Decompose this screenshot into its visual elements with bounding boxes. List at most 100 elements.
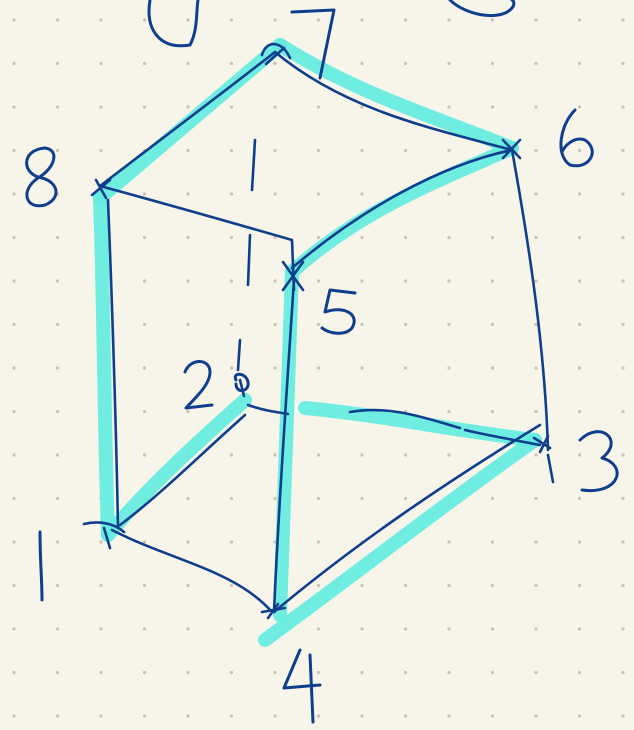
grid-dot [577,18,582,22]
edge-8-7 [98,50,277,188]
grid-dot [621,18,625,22]
grid-dot [316,235,321,240]
vertex-marker-6 [501,138,522,160]
grid-dot [12,583,16,588]
vertex-label-text-5: 5 [340,314,341,316]
grid-dot [360,714,364,718]
grid-dot [534,627,538,631]
vertex-marker-3 [532,434,555,484]
grid-dot [12,366,16,370]
grid-dot [229,366,234,370]
grid-dot [490,496,495,501]
grid-dot [577,714,582,718]
grid-dot [55,670,60,675]
grid-dot [273,18,277,22]
grid-dot [186,279,190,283]
grid-dot [316,453,321,457]
grid-dot [142,366,147,370]
grid-dot [99,540,103,544]
grid-dot [186,583,190,588]
vertex-label-text-3: 3 [600,464,601,466]
grid-dot [621,192,625,196]
grid-dot [447,61,451,66]
grid-dot [360,18,364,22]
grid-dot [447,322,451,327]
grid-dot [490,105,495,109]
grid-dot [12,105,16,109]
grid-dot [360,279,364,283]
grid-dot [55,322,60,327]
vertex-marker-8 [90,178,112,200]
grid-dot [447,627,451,631]
grid-dot [577,61,582,66]
grid-dot [316,279,321,283]
edge-6-3 [510,148,550,452]
grid-dot [229,714,234,718]
grid-dot [577,409,582,414]
label-4 [282,648,322,724]
edge-8-5 [98,184,296,292]
grid-dot [55,453,60,457]
grid-dot [55,366,60,370]
grid-dot [447,366,451,370]
grid-dot [403,18,408,22]
grid-dot [577,496,582,501]
grid-dot [12,61,16,66]
grid-dot [229,627,234,631]
grid-dot [273,453,277,457]
grid-dot [360,235,364,240]
grid-dot [490,409,495,414]
grid-dot [316,540,321,544]
grid-dot [447,235,451,240]
grid-dot [534,105,538,109]
grid-dot [447,453,451,457]
grid-dot [186,627,190,631]
grid-dot [360,496,364,501]
grid-dot [229,192,234,196]
grid-dot [273,235,277,240]
grid-dot [55,235,60,240]
grid-dot [447,105,451,109]
grid-dot [534,61,538,66]
grid-dot [621,496,625,501]
grid-dot [534,453,538,457]
grid-dot [621,453,625,457]
grid-dot [621,148,625,153]
grid-dot [360,192,364,196]
grid-dot [316,670,321,675]
grid-dot [490,714,495,718]
grid-dot [316,583,321,588]
grid-dot [360,148,364,153]
grid-dot [447,670,451,675]
grid-dot [621,322,625,327]
grid-dot [360,105,364,109]
grid-dot [316,18,321,22]
vertex-label-text-7: 7 [312,39,313,41]
grid-dot [621,670,625,675]
grid-dot [403,61,408,66]
highlight-4-3 [258,433,542,647]
grid-dot [316,496,321,501]
grid-dot [99,583,103,588]
grid-dot [621,61,625,66]
grid-dot [534,583,538,588]
grid-dot [534,322,538,327]
edge-2-1-hidden [118,413,247,527]
grid-dot [447,18,451,22]
label-2-circle [233,372,250,392]
grid-dot [316,366,321,370]
grid-dot [186,714,190,718]
grid-dot [534,235,538,240]
grid-dot [577,366,582,370]
vertex-marker-2 [238,378,246,398]
grid-dot [142,540,147,544]
grid-dot [186,540,190,544]
grid-dot [273,61,277,66]
grid-dot [621,409,625,414]
grid-dot [490,18,495,22]
edge-8-1 [106,198,120,530]
grid-dot [403,627,408,631]
grid-dot [55,148,60,153]
grid-dot [229,279,234,283]
grid-dot [186,148,190,153]
